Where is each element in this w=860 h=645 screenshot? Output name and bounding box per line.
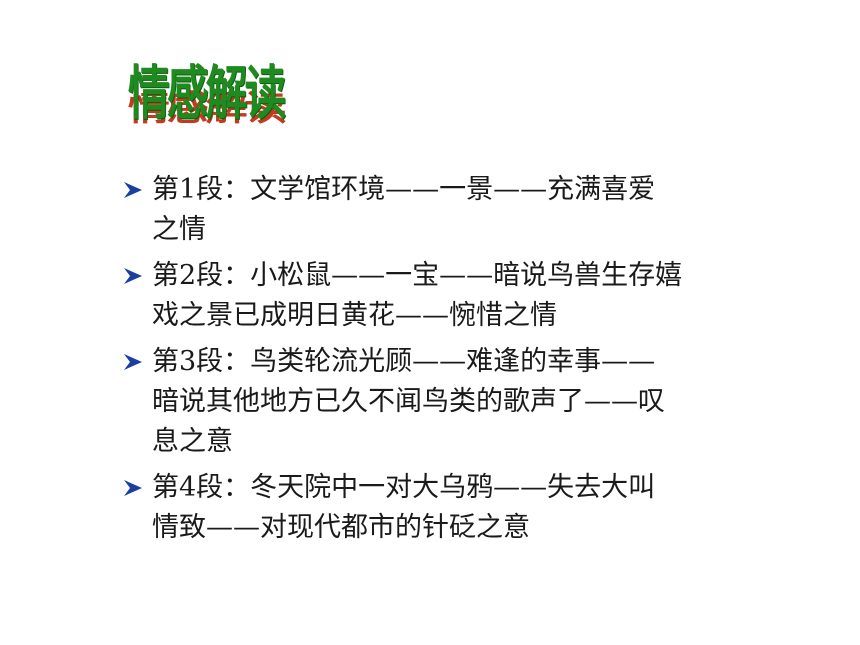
arrowhead-bullet-icon (122, 468, 146, 508)
bullet-item-4-line-2: 情致——对现代都市的针砭之意 (152, 512, 530, 543)
bullet-item-4: 第4段：冬天院中一对大乌鸦——失去大叫 情致——对现代都市的针砭之意 (120, 468, 820, 548)
bullet-item-2-line-2: 戏之景已成明日黄花——惋惜之情 (152, 300, 557, 331)
bullet-item-2: 第2段：小松鼠——一宝——暗说鸟兽生存嬉 戏之景已成明日黄花——惋惜之情 (120, 256, 820, 336)
bullet-item-2-line-1: 第2段：小松鼠——一宝——暗说鸟兽生存嬉 (152, 260, 683, 291)
bullet-item-4-line-1: 第4段：冬天院中一对大乌鸦——失去大叫 (152, 472, 656, 503)
arrowhead-bullet-icon (122, 256, 146, 296)
bullet-item-3-line-1: 第3段：鸟类轮流光顾——难逢的幸事—— (152, 346, 656, 377)
slide-title-shadow: 情感解读 (128, 87, 286, 129)
bullet-item-3: 第3段：鸟类轮流光顾——难逢的幸事—— 暗说其他地方已久不闻鸟类的歌声了——叹 … (120, 342, 820, 462)
bullet-item-1: 第1段：文学馆环境——一景——充满喜爱 之情 (120, 170, 820, 250)
slide-title: 情感解读 情感解读 (128, 40, 328, 150)
bullet-item-3-line-3: 息之意 (152, 426, 233, 457)
arrowhead-bullet-icon (122, 342, 146, 382)
bullet-list: 第1段：文学馆环境——一景——充满喜爱 之情 第2段：小松鼠——一宝——暗说鸟兽… (120, 170, 820, 554)
bullet-item-1-line-1: 第1段：文学馆环境——一景——充满喜爱 (152, 174, 656, 205)
bullet-item-1-line-2: 之情 (152, 214, 206, 245)
arrowhead-bullet-icon (122, 170, 146, 210)
slide-title-text: 情感解读 (128, 59, 286, 127)
bullet-item-3-line-2: 暗说其他地方已久不闻鸟类的歌声了——叹 (152, 386, 665, 417)
